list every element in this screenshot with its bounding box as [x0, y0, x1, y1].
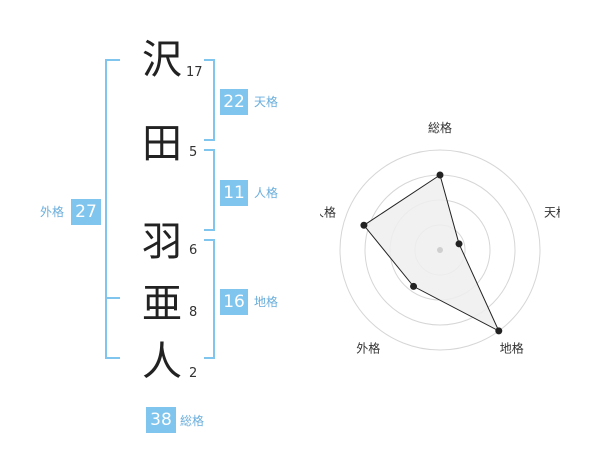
stroke-count-1: 17 — [186, 65, 203, 80]
gaikaku-value: 27 — [71, 199, 101, 225]
tenkaku-bracket — [204, 59, 215, 141]
radar-point-3 — [410, 282, 418, 290]
radar-point-2 — [495, 327, 503, 335]
stroke-count-3: 6 — [189, 243, 198, 258]
name-char-4: 亜 — [142, 281, 182, 327]
radar-axis-label-2: 地格 — [500, 341, 524, 356]
chikaku-label: 地格 — [254, 295, 279, 309]
jinkaku-value: 11 — [220, 180, 248, 206]
soukaku-label: 総格 — [180, 414, 205, 428]
gaikaku-bracket — [105, 59, 120, 359]
tenkaku-label: 天格 — [254, 95, 279, 109]
name-char-3: 羽 — [142, 219, 182, 265]
radar-axis-label-1: 天格 — [544, 204, 560, 219]
radar-axis-label-4: 人格 — [320, 204, 336, 219]
jinkaku-label: 人格 — [254, 186, 279, 200]
chikaku-bracket — [204, 239, 215, 359]
stroke-count-5: 2 — [189, 366, 198, 381]
radar-point-1 — [455, 240, 463, 248]
radar-ring-4 — [339, 149, 541, 351]
radar-axis-label-0: 総格 — [428, 120, 452, 135]
radar-center — [437, 247, 443, 253]
chikaku-value: 16 — [220, 289, 248, 315]
name-char-5: 人 — [142, 339, 182, 385]
radar-point-4 — [360, 221, 368, 229]
soukaku-value: 38 — [146, 407, 176, 433]
radar-axis-label-3: 外格 — [356, 341, 380, 356]
stroke-count-4: 8 — [189, 305, 198, 320]
radar-point-0 — [436, 171, 444, 179]
gaikaku-label: 外格 — [40, 205, 65, 219]
radar-polygon — [363, 174, 500, 333]
jinkaku-bracket — [204, 149, 215, 231]
stroke-count-2: 5 — [189, 145, 198, 160]
tenkaku-value: 22 — [220, 89, 248, 115]
radar-chart: 総格天格地格 外格 人格 — [320, 120, 560, 356]
name-char-2: 田 — [142, 121, 182, 167]
name-char-1: 沢 — [142, 37, 182, 83]
